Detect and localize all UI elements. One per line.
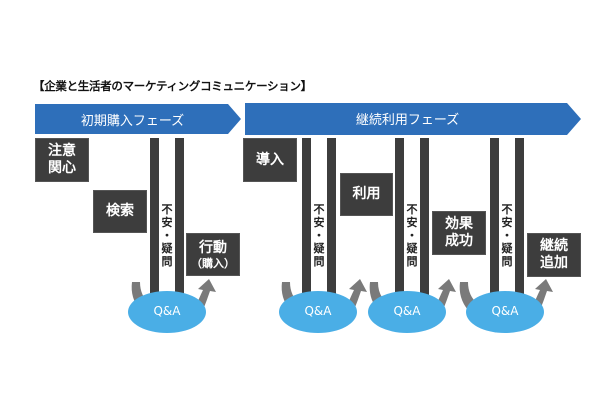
step-line: 注意 — [48, 143, 76, 159]
diagram-title: 【企業と生活者のマーケティングコミュニケーション】 — [33, 79, 312, 93]
concern-bar — [175, 138, 184, 295]
step-line: 効果 — [445, 216, 473, 232]
concern-bar — [515, 138, 524, 295]
step-line: 行動 — [199, 239, 227, 256]
qa-oval — [466, 291, 544, 333]
qa-oval — [279, 291, 357, 333]
step-continuation-addition: 継続 追加 — [527, 233, 581, 277]
concern-bar — [395, 138, 404, 295]
step-line: 導入 — [256, 151, 284, 168]
step-line: 検索 — [106, 203, 134, 219]
concern-bar — [302, 138, 311, 295]
step-line: 成功 — [445, 233, 473, 249]
step-line: 追加 — [540, 255, 568, 271]
step-sub: （購入） — [191, 256, 235, 270]
phase-label-initial: 初期購入フェーズ — [80, 114, 185, 129]
phase-label-continuation: 継続利用フェーズ — [355, 113, 460, 128]
qa-oval — [128, 291, 206, 333]
qa-label: Q&A — [491, 304, 519, 318]
concern-bar — [150, 138, 159, 295]
step-search: 検索 — [93, 190, 147, 233]
concern-label: 不安・疑問 — [161, 203, 173, 268]
step-line: 利用 — [352, 186, 381, 202]
qa-label: Q&A — [153, 304, 181, 318]
concern-label: 不安・疑問 — [406, 203, 418, 268]
step-action-purchase: 行動 （購入） — [186, 233, 240, 276]
step-usage: 利用 — [340, 173, 393, 216]
step-effect-success: 効果 成功 — [432, 211, 486, 255]
qa-oval — [368, 291, 446, 333]
step-introduction: 導入 — [243, 138, 297, 182]
phase-arrow-initial — [35, 104, 241, 134]
concern-bar — [490, 138, 499, 295]
step-line: 継続 — [540, 238, 568, 254]
concern-bar — [420, 138, 429, 295]
qa-label: Q&A — [304, 304, 332, 318]
concern-label: 不安・疑問 — [313, 203, 325, 268]
phase-arrow-continuation — [245, 103, 581, 135]
concern-label: 不安・疑問 — [501, 203, 513, 268]
concern-bar — [327, 138, 336, 295]
step-line: 関心 — [48, 160, 76, 176]
step-attention-interest: 注意 関心 — [35, 138, 89, 182]
qa-label: Q&A — [393, 304, 421, 318]
